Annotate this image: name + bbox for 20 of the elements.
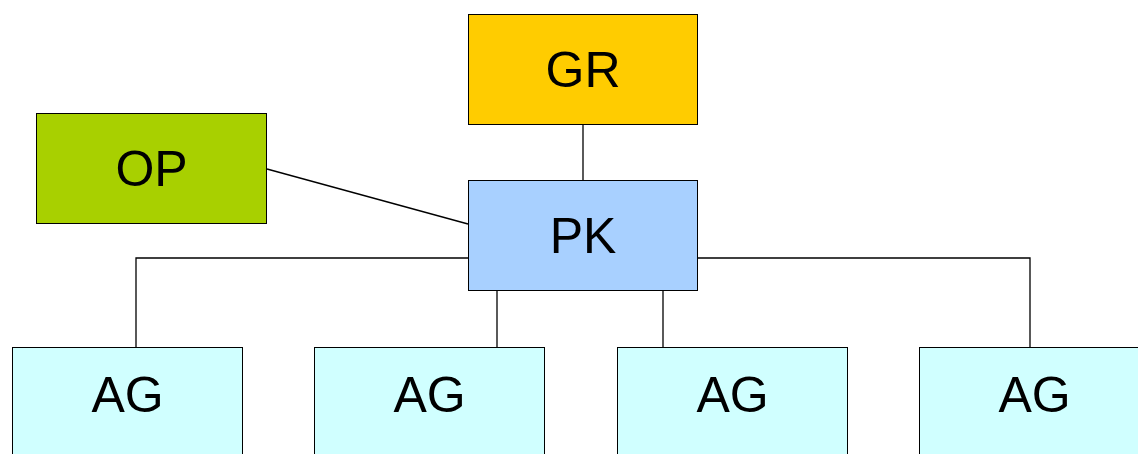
box-label: AG [696, 366, 769, 424]
org-box [468, 180, 698, 291]
org-box [36, 113, 267, 224]
connector-line [582, 124, 584, 181]
box-label: AG [998, 366, 1071, 424]
connector-line [697, 257, 1031, 348]
org-box [617, 347, 848, 454]
box-label: AG [91, 366, 164, 424]
connector-line [662, 290, 664, 348]
box-label: GR [545, 40, 621, 99]
org-box [12, 347, 243, 454]
org-box [314, 347, 545, 454]
box-label: AG [393, 366, 466, 424]
box-label: OP [115, 139, 188, 198]
connector-line [266, 168, 469, 225]
box-label: PK [549, 206, 617, 265]
org-box [919, 347, 1138, 454]
connector-line [135, 257, 469, 348]
connector-line [496, 290, 498, 348]
org-box [468, 14, 698, 125]
